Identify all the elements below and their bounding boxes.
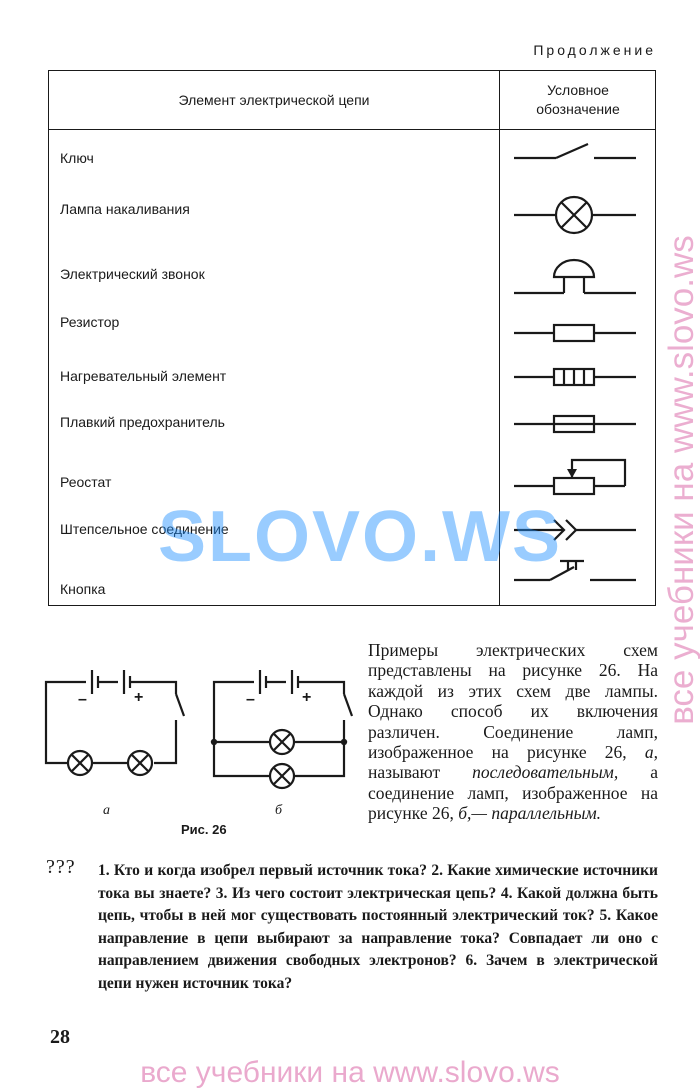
row-label-rheostat: Реостат: [60, 474, 112, 490]
rheostat-symbol-icon: [508, 455, 640, 505]
minus-sign-b: –: [246, 691, 255, 708]
lamp-symbol-icon: [508, 190, 640, 240]
plug-connection-symbol-icon: [508, 505, 640, 555]
parallel-circuit-diagram: [210, 670, 354, 790]
bell-symbol-icon: [508, 255, 640, 305]
row-label-bell: Электрический звонок: [60, 266, 205, 282]
row-label-push-button: Кнопка: [60, 581, 106, 597]
heater-symbol-icon: [508, 352, 640, 402]
table-header-divider: [49, 129, 655, 130]
resistor-symbol-icon: [508, 306, 640, 356]
row-label-heater: Нагревательный элемент: [60, 368, 227, 384]
column-header-element: Элемент электрической цепи: [178, 92, 370, 108]
row-label-fuse: Плавкий предохранитель: [60, 414, 225, 430]
minus-sign-a: –: [78, 691, 87, 708]
fuse-symbol-icon: [508, 398, 640, 448]
plus-sign-a: +: [134, 689, 143, 706]
review-questions: 1. Кто и когда изобрел первый источник т…: [98, 862, 658, 992]
row-label-resistor: Резистор: [60, 314, 120, 330]
explanation-paragraph: Примеры электрических схем представлены …: [368, 640, 659, 824]
questions-marker: ???: [46, 856, 76, 878]
row-label-switch: Ключ: [60, 150, 94, 166]
series-circuit-diagram: [44, 670, 186, 777]
symbols-table: Элемент электрической цепи Условное обоз…: [48, 70, 656, 606]
page-number: 28: [50, 1026, 70, 1048]
figure-label-b: б: [275, 803, 283, 818]
table-column-divider: [499, 71, 500, 605]
bottom-watermark: все учебники на www.slovo.ws: [140, 1056, 560, 1089]
row-label-plug: Штепсельное соединение: [60, 521, 229, 537]
side-watermark: все учебники на www.slovo.ws: [662, 235, 700, 725]
figure-label-a: а: [103, 803, 110, 818]
figure-caption: Рис. 26: [181, 822, 227, 837]
center-watermark: SLOVO.WS: [157, 497, 563, 577]
push-button-symbol-icon: [508, 556, 640, 606]
row-label-lamp: Лампа накаливания: [60, 201, 190, 217]
figure-26-circuits: – + – +: [38, 660, 358, 850]
plus-sign-b: +: [302, 689, 311, 706]
switch-symbol-icon: [508, 133, 640, 183]
continuation-label: Продолжение: [533, 42, 656, 58]
column-header-symbol: Условное обозначение: [536, 82, 620, 117]
